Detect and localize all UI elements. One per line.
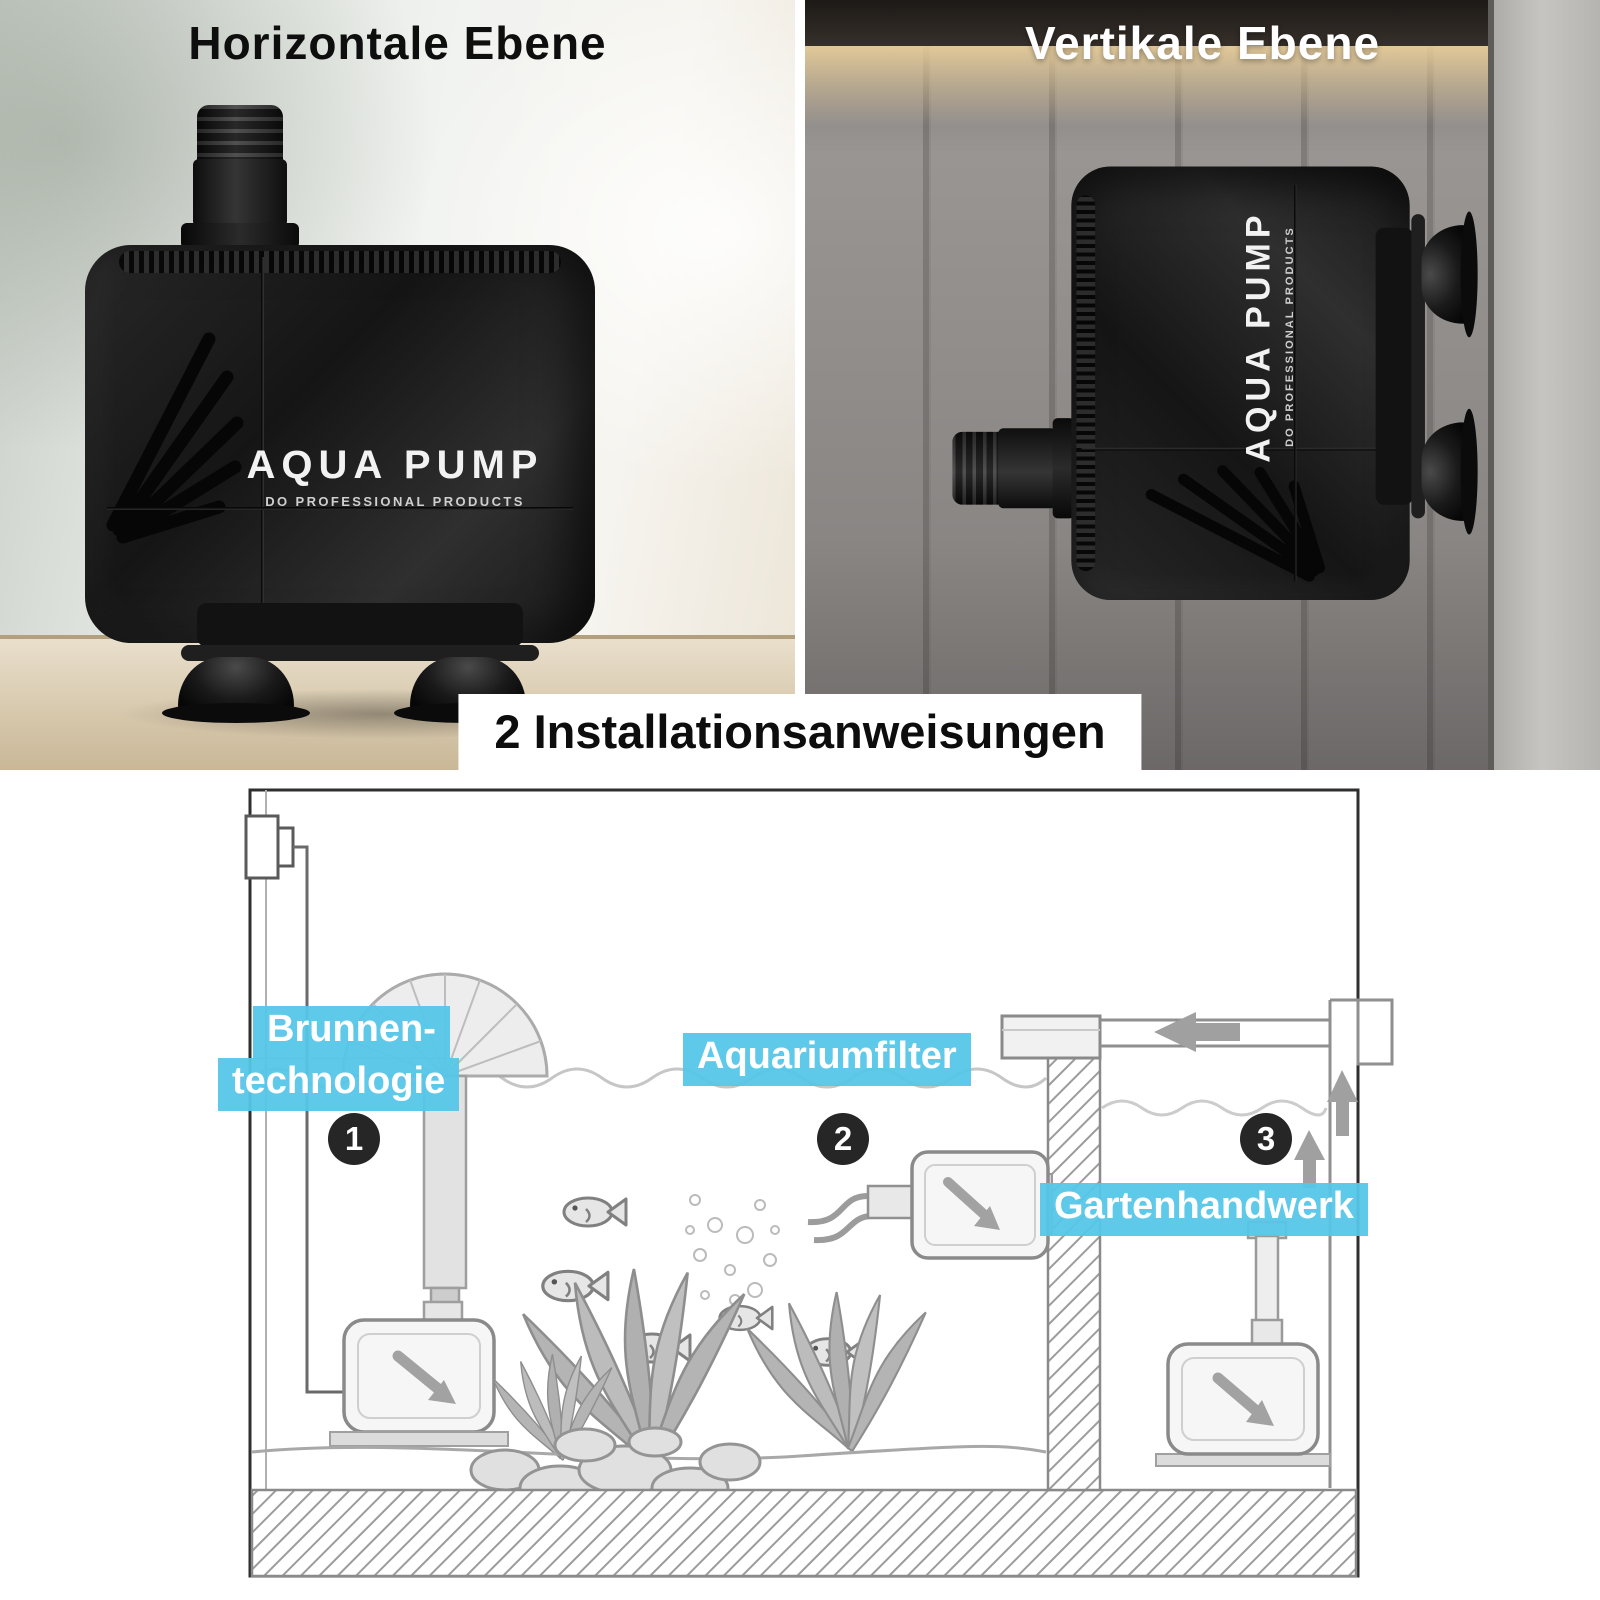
outlet-nozzle-collar bbox=[181, 223, 299, 249]
brand-name: AQUA PUMP bbox=[1239, 210, 1278, 463]
outlet-nozzle-mid bbox=[998, 428, 1057, 509]
suction-cup-icon bbox=[1421, 408, 1478, 536]
pump-body bbox=[85, 245, 595, 643]
outlet-nozzle-icon bbox=[952, 431, 1002, 505]
pump-branding: AQUA PUMP DO PROFESSIONAL PRODUCTS bbox=[1240, 171, 1296, 503]
tank-base bbox=[250, 1488, 1358, 1578]
photo-horizontal: Horizontale Ebene AQU bbox=[0, 0, 795, 770]
label-aquarium-filter: Aquariumfilter bbox=[683, 1033, 971, 1086]
flow-arrow-icon bbox=[1246, 1400, 1274, 1426]
pump-top-ridges bbox=[119, 251, 561, 273]
label-fountain-line1: Brunnen- bbox=[253, 1006, 450, 1059]
pump-body bbox=[1071, 166, 1410, 600]
label-fountain-line2: technologie bbox=[218, 1058, 460, 1111]
suction-cup-icon bbox=[1421, 211, 1478, 339]
light-glow bbox=[805, 46, 1488, 126]
brand-tagline: DO PROFESSIONAL PRODUCTS bbox=[1283, 226, 1296, 447]
flow-arrow-icon bbox=[428, 1380, 456, 1404]
fountain-assembly bbox=[329, 972, 549, 1447]
flow-arrows bbox=[1154, 1012, 1358, 1188]
pump-3-assembly bbox=[1155, 1220, 1331, 1467]
vent-grille-icon bbox=[106, 332, 244, 544]
bubbles bbox=[685, 1194, 780, 1306]
pump-branding: AQUA PUMP DO PROFESSIONAL PRODUCTS bbox=[200, 443, 590, 509]
outlet-nozzle-mid bbox=[193, 159, 287, 227]
mounting-wall bbox=[1488, 0, 1600, 770]
power-plug-icon bbox=[244, 814, 355, 1394]
installation-diagram bbox=[244, 788, 1394, 1578]
pump-base-plate bbox=[197, 603, 523, 647]
vent-grille-icon bbox=[1145, 465, 1326, 582]
pump-horizontal: AQUA PUMP DO PROFESSIONAL PRODUCTS bbox=[85, 105, 605, 723]
overflow-box bbox=[1000, 1014, 1102, 1060]
marker-3: 3 bbox=[1240, 1113, 1292, 1165]
vertical-title: Vertikale Ebene bbox=[1024, 17, 1381, 69]
suction-cup-icon bbox=[161, 657, 311, 723]
horizontal-title: Horizontale Ebene bbox=[188, 17, 607, 69]
shadow-band bbox=[805, 0, 1600, 46]
marker-1: 1 bbox=[328, 1113, 380, 1165]
installation-banner: 2 Installationsanweisungen bbox=[458, 694, 1142, 775]
water-line-right bbox=[1101, 1099, 1328, 1117]
marker-2: 2 bbox=[817, 1113, 869, 1165]
outlet-nozzle-icon bbox=[197, 105, 283, 163]
divider-wall bbox=[1046, 1040, 1102, 1492]
label-garden-craft: Gartenhandwerk bbox=[1040, 1183, 1368, 1236]
pump-vertical: AQUA PUMP DO PROFESSIONAL PRODUCTS bbox=[952, 158, 1478, 600]
flow-arrow-icon bbox=[974, 1206, 1000, 1230]
pump-base-plate bbox=[1375, 227, 1414, 505]
photo-vertical: Vertikale Ebene AQUA bbox=[805, 0, 1600, 770]
pump-2-assembly bbox=[807, 1150, 1053, 1260]
brand-tagline: DO PROFESSIONAL PRODUCTS bbox=[265, 494, 525, 509]
pump-top-ridges bbox=[1076, 195, 1096, 572]
pump-seam bbox=[261, 257, 264, 629]
brand-name: AQUA PUMP bbox=[246, 443, 544, 487]
return-piping bbox=[1100, 998, 1394, 1488]
